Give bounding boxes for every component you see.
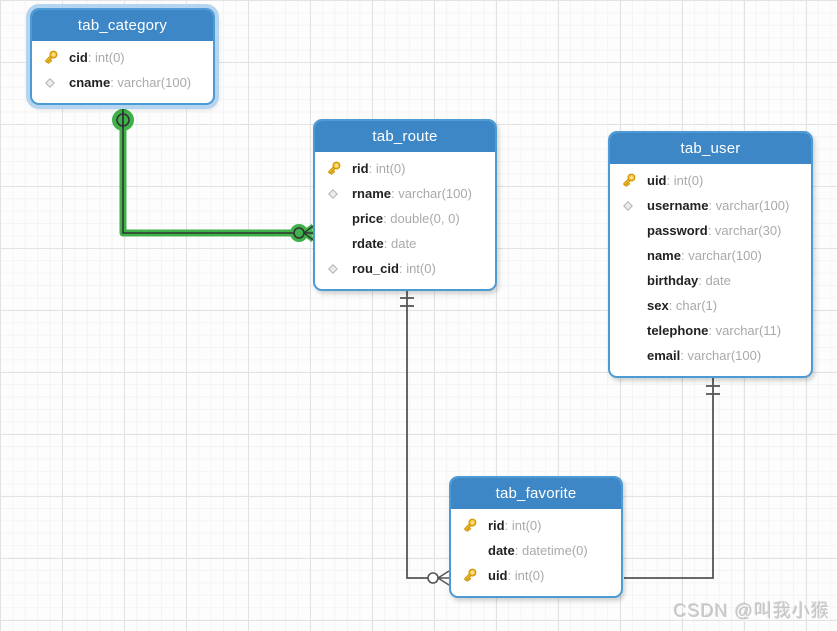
diamond-icon <box>41 74 59 91</box>
field-type: : int(0) <box>507 568 545 583</box>
field-type: : int(0) <box>87 50 125 65</box>
table-tab-user[interactable]: tab_user uid: int(0)username: varchar(10… <box>608 131 813 378</box>
field-type: : int(0) <box>666 173 704 188</box>
field-type: : varchar(100) <box>680 348 762 363</box>
field-row-rou_cid[interactable]: rou_cid: int(0) <box>315 256 495 281</box>
field-row-password[interactable]: password: varchar(30) <box>610 218 811 243</box>
field-type: : varchar(100) <box>391 186 472 201</box>
field-type: : char(1) <box>668 298 718 313</box>
field-name: cid <box>69 50 88 65</box>
field-name: rdate <box>352 236 384 251</box>
field-row-uid[interactable]: uid: int(0) <box>610 168 811 193</box>
cardinality-glow <box>290 224 308 242</box>
field-name: rname <box>352 186 392 201</box>
field-type: : date <box>383 236 417 251</box>
no-icon <box>324 210 342 227</box>
field-type: : varchar(30) <box>707 223 782 238</box>
no-icon <box>619 347 637 364</box>
field-type: : int(0) <box>368 161 406 176</box>
field-row-name[interactable]: name: varchar(100) <box>610 243 811 268</box>
relation-route-favorite[interactable] <box>400 287 450 586</box>
field-name: uid <box>488 568 508 583</box>
field-row-rname[interactable]: rname: varchar(100) <box>315 181 495 206</box>
no-icon <box>460 542 478 559</box>
field-name: sex <box>647 298 669 313</box>
field-row-uid[interactable]: uid: int(0) <box>451 563 621 588</box>
table-header[interactable]: tab_route <box>315 121 495 152</box>
table-body: rid: int(0)date: datetime(0)uid: int(0) <box>451 509 621 596</box>
field-row-rid[interactable]: rid: int(0) <box>451 513 621 538</box>
field-type: : varchar(100) <box>680 248 762 263</box>
relation-category-route[interactable] <box>112 100 315 242</box>
field-type: : double(0, 0) <box>383 211 460 226</box>
field-type: : datetime(0) <box>514 543 588 558</box>
field-type: : int(0) <box>398 261 436 276</box>
no-icon <box>619 222 637 239</box>
field-name: birthday <box>647 273 699 288</box>
watermark: CSDN @叫我小猴 <box>673 601 830 621</box>
field-type: : varchar(100) <box>110 75 192 90</box>
table-tab-category[interactable]: tab_category cid: int(0)cname: varchar(1… <box>30 8 215 105</box>
relation-line <box>122 100 294 234</box>
no-icon <box>619 272 637 289</box>
field-row-email[interactable]: email: varchar(100) <box>610 343 811 368</box>
relation-line <box>624 376 714 579</box>
field-name: cname <box>69 75 111 90</box>
no-icon <box>619 322 637 339</box>
key-icon <box>460 517 478 534</box>
key-icon <box>41 49 59 66</box>
field-type: : varchar(11) <box>708 323 782 338</box>
diamond-icon <box>324 185 342 202</box>
field-name: date <box>488 543 515 558</box>
field-row-username[interactable]: username: varchar(100) <box>610 193 811 218</box>
table-tab-route[interactable]: tab_route rid: int(0)rname: varchar(100)… <box>313 119 497 291</box>
relation-highlight-glow <box>119 100 309 237</box>
field-row-rdate[interactable]: rdate: date <box>315 231 495 256</box>
field-row-cname[interactable]: cname: varchar(100) <box>32 70 213 95</box>
table-body: cid: int(0)cname: varchar(100) <box>32 41 213 103</box>
field-row-cid[interactable]: cid: int(0) <box>32 45 213 70</box>
field-row-birthday[interactable]: birthday: date <box>610 268 811 293</box>
key-icon <box>619 172 637 189</box>
cardinality-circle-icon <box>427 572 439 584</box>
field-name: email <box>647 348 681 363</box>
no-icon <box>619 247 637 264</box>
field-name: price <box>352 211 384 226</box>
table-body: uid: int(0)username: varchar(100)passwor… <box>610 164 811 376</box>
crow-foot-icon <box>437 570 450 586</box>
field-row-rid[interactable]: rid: int(0) <box>315 156 495 181</box>
diamond-icon <box>619 197 637 214</box>
field-name: username <box>647 198 709 213</box>
field-row-telephone[interactable]: telephone: varchar(11) <box>610 318 811 343</box>
field-name: name <box>647 248 681 263</box>
table-header[interactable]: tab_category <box>32 10 213 41</box>
field-type: : int(0) <box>504 518 542 533</box>
relation-user-favorite[interactable] <box>624 376 720 579</box>
field-type: : varchar(100) <box>708 198 790 213</box>
field-row-date[interactable]: date: datetime(0) <box>451 538 621 563</box>
field-row-price[interactable]: price: double(0, 0) <box>315 206 495 231</box>
no-icon <box>619 297 637 314</box>
diamond-icon <box>324 260 342 277</box>
table-body: rid: int(0)rname: varchar(100)price: dou… <box>315 152 495 289</box>
field-name: rid <box>352 161 369 176</box>
relation-line <box>406 287 428 579</box>
field-name: rou_cid <box>352 261 399 276</box>
field-type: : date <box>698 273 731 288</box>
field-name: uid <box>647 173 667 188</box>
key-icon <box>460 567 478 584</box>
field-row-sex[interactable]: sex: char(1) <box>610 293 811 318</box>
no-icon <box>324 235 342 252</box>
table-tab-favorite[interactable]: tab_favorite rid: int(0)date: datetime(0… <box>449 476 623 598</box>
field-name: telephone <box>647 323 709 338</box>
field-name: password <box>647 223 708 238</box>
table-header[interactable]: tab_favorite <box>451 478 621 509</box>
table-header[interactable]: tab_user <box>610 133 811 164</box>
key-icon <box>324 160 342 177</box>
crow-foot-icon <box>303 225 314 241</box>
field-name: rid <box>488 518 505 533</box>
